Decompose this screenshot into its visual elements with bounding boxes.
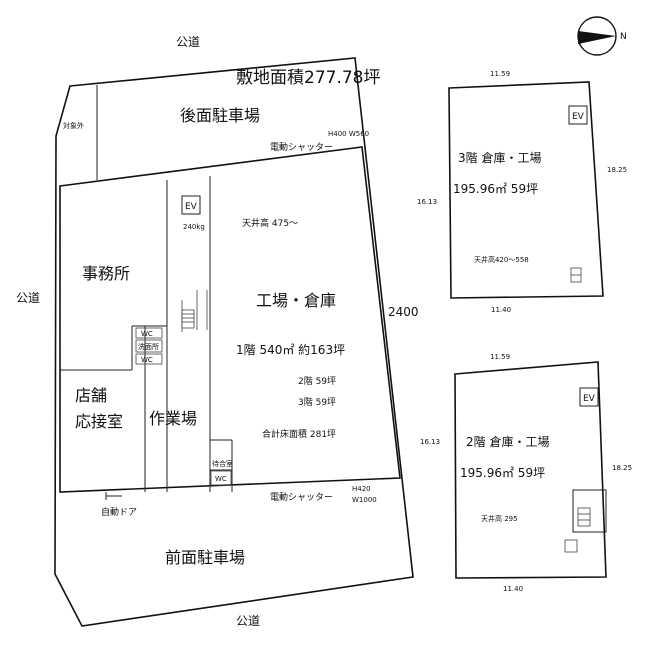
wc-label-waiting: WC [215, 475, 227, 483]
wc-label-upper: WC [141, 330, 153, 338]
floor3-ev-label: EV [572, 112, 585, 122]
building-outline [59, 146, 401, 493]
width-dimension: 2400 [388, 305, 419, 319]
wc-label-lower: WC [141, 356, 153, 364]
wc-box-lower [135, 353, 163, 365]
shutter-front-w: W1000 [352, 496, 377, 504]
floor3-ceiling: 天井高420～558 [474, 255, 529, 264]
shutter-rear-size: H400 W560 [328, 130, 369, 138]
floor2-title: 2階 倉庫・工場 [466, 434, 549, 449]
floor1-area: 1階 540㎡ 約163坪 [236, 342, 345, 357]
floor3-area: 3階 59坪 [298, 397, 336, 408]
wc-box-upper [135, 327, 163, 339]
north-arrow-icon [577, 16, 617, 56]
not-included-label: 対象外 [63, 121, 84, 130]
shutter-front-label: 電動シャッター [270, 492, 333, 503]
elevator-capacity: 240kg [183, 223, 205, 231]
floor3-dim-bottom: 11.40 [491, 306, 511, 314]
site-area: 敷地面積277.78坪 [236, 68, 380, 88]
elevator-box [181, 195, 201, 215]
floor2-fixture [564, 539, 578, 553]
total-floor-area: 合計床面積 281坪 [262, 428, 336, 440]
floor2-area: 195.96㎡ 59坪 [460, 466, 545, 480]
interior-walls [60, 176, 233, 492]
floor3-dim-top: 11.59 [490, 70, 510, 78]
elevator-label: EV [185, 202, 198, 212]
waiting-room-label: 待合室 [212, 459, 233, 468]
floor3-dim-left: 16.13 [417, 198, 437, 206]
shutter-front-h: H420 [352, 485, 371, 493]
front-parking-label: 前面駐車場 [165, 548, 245, 567]
shop-label-line1: 店舗 [75, 386, 107, 405]
shutter-rear-label: 電動シャッター [270, 142, 333, 153]
floor3-area: 195.96㎡ 59坪 [453, 182, 538, 196]
floor2-dim-right: 18.25 [612, 464, 632, 472]
auto-door-label: 自動ドア [101, 506, 137, 518]
work-area-label: 作業場 [149, 409, 197, 428]
floor3-title: 3階 倉庫・工場 [458, 150, 541, 165]
floor3-outline [448, 81, 604, 299]
floor2-ceiling: 天井高 295 [481, 514, 518, 523]
site-boundary [54, 57, 414, 627]
wash-box [135, 339, 163, 353]
floor2-dim-left: 16.13 [420, 438, 440, 446]
road-left: 公道 [16, 291, 40, 305]
floor2-dim-bottom: 11.40 [503, 585, 523, 593]
road-top: 公道 [176, 35, 200, 49]
floor2-area: 2階 59坪 [298, 376, 336, 387]
factory-label: 工場・倉庫 [256, 291, 336, 310]
floor3-ev-box [568, 105, 588, 125]
floor2-stair-room [572, 489, 607, 533]
shop-label-line2: 応接室 [75, 412, 123, 431]
floor3-dim-right: 18.25 [607, 166, 627, 174]
floor2-outline [454, 361, 607, 579]
floor2-ev-box [579, 387, 599, 407]
office-label: 事務所 [82, 264, 130, 283]
wash-label: 洗面所 [138, 342, 159, 351]
ceiling-height-1f: 天井高 475～ [242, 217, 298, 229]
floor2-ev-label: EV [583, 394, 596, 404]
compass-letter: N [620, 32, 627, 42]
floor2-dim-top: 11.59 [490, 353, 510, 361]
road-bottom: 公道 [236, 614, 260, 628]
wc-box-waiting [210, 470, 232, 486]
rear-parking-label: 後面駐車場 [180, 106, 260, 125]
